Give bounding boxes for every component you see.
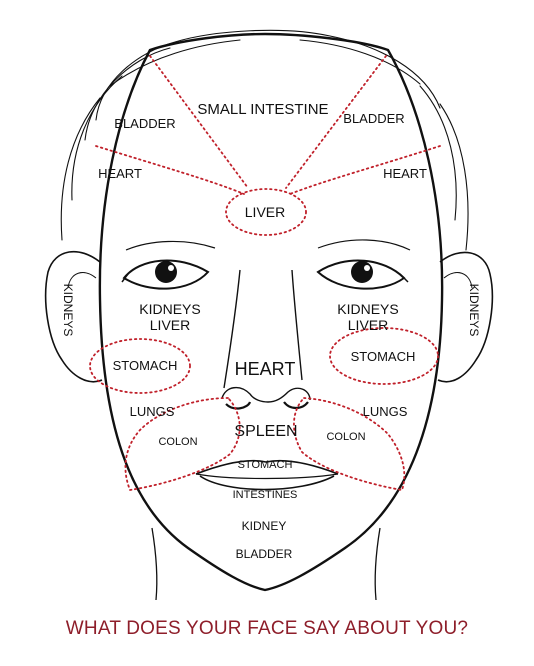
caption-title: WHAT DOES YOUR FACE SAY ABOUT YOU?: [65, 618, 469, 639]
label-kidney: KIDNEY: [242, 519, 287, 533]
zone-lines: [89, 55, 441, 492]
label-stomach-left: STOMACH: [113, 358, 178, 373]
label-liver-center: LIVER: [245, 204, 285, 220]
hair-lines: [60, 29, 469, 251]
label-kidneys-ear-left: KIDNEYS: [61, 284, 75, 337]
label-lungs-right: LUNGS: [363, 404, 408, 419]
label-stomach-mouth: STOMACH: [238, 459, 293, 471]
label-intestines: INTESTINES: [233, 489, 298, 501]
neck-lines: [151, 527, 381, 601]
nose: [221, 269, 311, 410]
label-heart-left: HEART: [98, 166, 142, 181]
label-small-intestine: SMALL INTESTINE: [197, 101, 328, 118]
label-colon-right: COLON: [326, 431, 365, 443]
zone-labels: SMALL INTESTINE BLADDER BLADDER HEART HE…: [61, 101, 481, 561]
label-liver-right: LIVER: [348, 317, 388, 333]
label-kidneys-ear-right: KIDNEYS: [467, 284, 481, 337]
label-liver-left: LIVER: [150, 317, 190, 333]
label-bladder-right: BLADDER: [343, 111, 404, 126]
right-eye: [316, 259, 409, 290]
label-spleen: SPLEEN: [234, 423, 297, 440]
left-eye: [121, 259, 210, 290]
label-heart-right: HEART: [383, 166, 427, 181]
label-kidneys-right: KIDNEYS: [337, 301, 398, 317]
label-colon-left: COLON: [158, 436, 197, 448]
face-outline: [98, 32, 444, 592]
left-ear: [44, 250, 103, 383]
label-bladder-left: BLADDER: [114, 116, 175, 131]
eyebrows: [125, 239, 411, 251]
mouth: [195, 459, 339, 491]
label-lungs-left: LUNGS: [130, 404, 175, 419]
label-kidneys-left: KIDNEYS: [139, 301, 200, 317]
label-heart-center: HEART: [235, 359, 296, 379]
label-stomach-right: STOMACH: [351, 349, 416, 364]
label-bladder-chin: BLADDER: [236, 547, 293, 561]
right-ear: [437, 251, 494, 383]
